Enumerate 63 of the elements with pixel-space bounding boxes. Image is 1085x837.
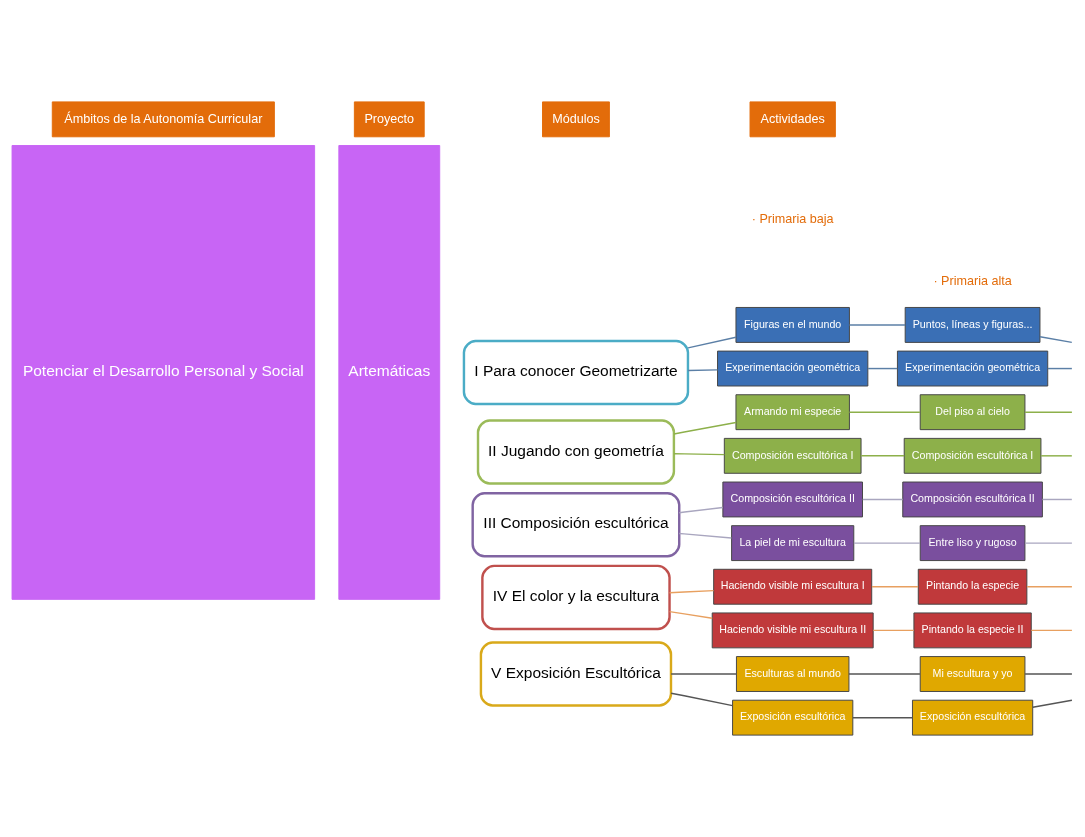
node-box: II Jugando con geometría xyxy=(476,419,676,485)
node-box: Exposición escultórica xyxy=(911,699,1034,736)
connector xyxy=(1030,629,1073,632)
node-box: Composición escultórica II xyxy=(722,481,863,518)
node-box: Figuras en el mundo xyxy=(735,306,850,343)
node-box: Actividades xyxy=(749,101,836,138)
connector xyxy=(872,629,915,632)
connector xyxy=(1040,455,1073,457)
node-box: Proyecto xyxy=(353,101,425,138)
label: · Primaria baja xyxy=(751,212,834,227)
node-box: Pintando la especie II xyxy=(913,612,1032,649)
node-box: III Composición escultórica xyxy=(471,491,681,558)
connector xyxy=(670,692,734,707)
node-box: Módulos xyxy=(542,101,610,138)
connector xyxy=(670,673,737,675)
node-box: Entre liso y rugoso xyxy=(919,525,1026,562)
node-box: Del piso al cielo xyxy=(919,394,1026,431)
connector xyxy=(1026,586,1073,588)
node-box: Exposición escultórica xyxy=(732,699,854,736)
connector xyxy=(1047,367,1073,370)
connector xyxy=(678,532,733,539)
node-box: Armando mi especie xyxy=(735,394,850,431)
node-box: Experimentación geométrica xyxy=(896,350,1049,387)
connector xyxy=(871,586,919,588)
node-box: Potenciar el Desarrollo Personal y Social xyxy=(11,145,316,600)
connector xyxy=(1024,411,1073,413)
node-box: Ámbitos de la Autonomía Curricular xyxy=(51,101,275,138)
connector xyxy=(1041,498,1073,501)
node-box: Artemáticas xyxy=(338,145,441,600)
node-box: Haciendo visible mi escultura II xyxy=(711,612,874,649)
connector xyxy=(1024,542,1073,544)
connector xyxy=(1024,673,1073,675)
connector xyxy=(860,455,905,457)
connector xyxy=(687,369,719,372)
node-box: V Exposición Escultórica xyxy=(479,641,673,707)
connector xyxy=(848,324,906,326)
node-box: Composición escultórica I xyxy=(903,437,1042,474)
connector xyxy=(668,610,713,619)
connector xyxy=(668,589,715,594)
connector xyxy=(853,542,921,544)
connector xyxy=(867,367,898,370)
node-box: Haciendo visible mi escultura I xyxy=(713,568,873,605)
node-box: Composición escultórica I xyxy=(723,437,862,474)
node-box: IV El color y la escultura xyxy=(481,564,671,631)
connector xyxy=(848,411,921,413)
connector xyxy=(687,336,737,349)
connector xyxy=(848,673,921,675)
connector xyxy=(673,453,726,456)
connector xyxy=(852,716,914,719)
connector xyxy=(673,421,737,435)
connector xyxy=(1039,336,1073,344)
node-box: Mi escultura y yo xyxy=(919,656,1026,692)
node-box: Pintando la especie xyxy=(917,568,1028,605)
connector xyxy=(678,506,724,514)
node-box: Composición escultórica II xyxy=(902,481,1043,518)
label: · Primaria alta xyxy=(933,273,1012,288)
node-box: I Para conocer Geometrizarte xyxy=(462,339,690,406)
node-box: Puntos, líneas y figuras... xyxy=(904,306,1041,343)
node-box: Esculturas al mundo xyxy=(735,656,850,692)
node-box: La piel de mi escultura xyxy=(731,525,855,562)
node-box: Experimentación geométrica xyxy=(717,350,869,387)
connector xyxy=(862,498,904,501)
connector xyxy=(1032,699,1073,708)
